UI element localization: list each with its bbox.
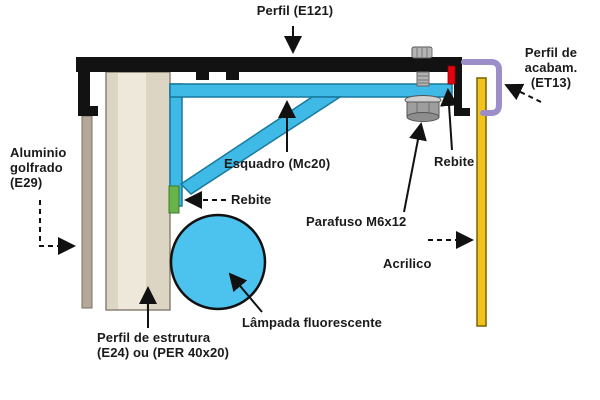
structure-profile-highlight xyxy=(118,73,146,309)
label-aluminio-golfrado: Aluminio golfrado (E29) xyxy=(10,145,82,191)
right-profile-leg-shape xyxy=(454,57,470,116)
fluorescent-lamp-shape xyxy=(169,213,267,311)
label-line: Perfil de estrutura xyxy=(97,330,211,345)
label-line: Perfil de xyxy=(524,45,578,60)
rivet-red-shape xyxy=(447,65,456,85)
label-line: acabam. xyxy=(524,59,578,75)
bolt-assembly xyxy=(404,46,442,122)
arrow-lampada xyxy=(228,272,263,313)
label-line: golfrado xyxy=(10,159,63,175)
top-profile-shape xyxy=(76,57,462,72)
label-line: (E24) ou (PER 40x20) xyxy=(97,344,230,360)
rivet-green-shape xyxy=(168,185,180,214)
label-perfil-e121: Perfil (E121) xyxy=(256,3,334,18)
bolt-tip-threads xyxy=(416,48,433,57)
label-rebite-right: Rebite xyxy=(434,154,475,169)
bracket-arm-shape xyxy=(169,83,453,98)
acrylic-sheet-shape xyxy=(476,77,487,327)
label-esquadro: Esquadro (Mc20) xyxy=(224,156,331,171)
bolt-hex-bottom-shape xyxy=(406,112,440,122)
bracket-diagonal-shape xyxy=(179,96,343,195)
label-line: (ET13) xyxy=(530,74,572,90)
label-parafuso: Parafuso M6x12 xyxy=(306,214,407,229)
bolt-shaft-shape xyxy=(416,71,430,87)
bolt-shaft-threads xyxy=(417,75,429,84)
left-profile-leg-shape xyxy=(78,57,98,116)
label-perfil-acabamento: Perfil de acabam. (ET13) xyxy=(513,45,589,91)
label-acrilico: Acrilico xyxy=(383,256,432,271)
label-perfil-estrutura: Perfil de estrutura (E24) ou (PER 40x20) xyxy=(97,330,267,361)
arrow-parafuso xyxy=(403,122,427,213)
finishing-profile-shape xyxy=(461,59,502,116)
aluminum-strip-shape xyxy=(81,115,93,309)
arrow-rebite-right xyxy=(440,88,459,151)
label-line: (E29) xyxy=(10,174,43,190)
label-lampada: Lâmpada fluorescente xyxy=(242,315,382,330)
arrow-perfil-acabamento xyxy=(504,83,542,103)
arrow-aluminio-golfrado xyxy=(39,200,76,255)
top-profile-lug-left xyxy=(196,72,209,80)
top-profile-lug-right xyxy=(226,72,239,80)
label-rebite-left: Rebite xyxy=(231,192,272,207)
label-line: Aluminio xyxy=(10,145,67,160)
